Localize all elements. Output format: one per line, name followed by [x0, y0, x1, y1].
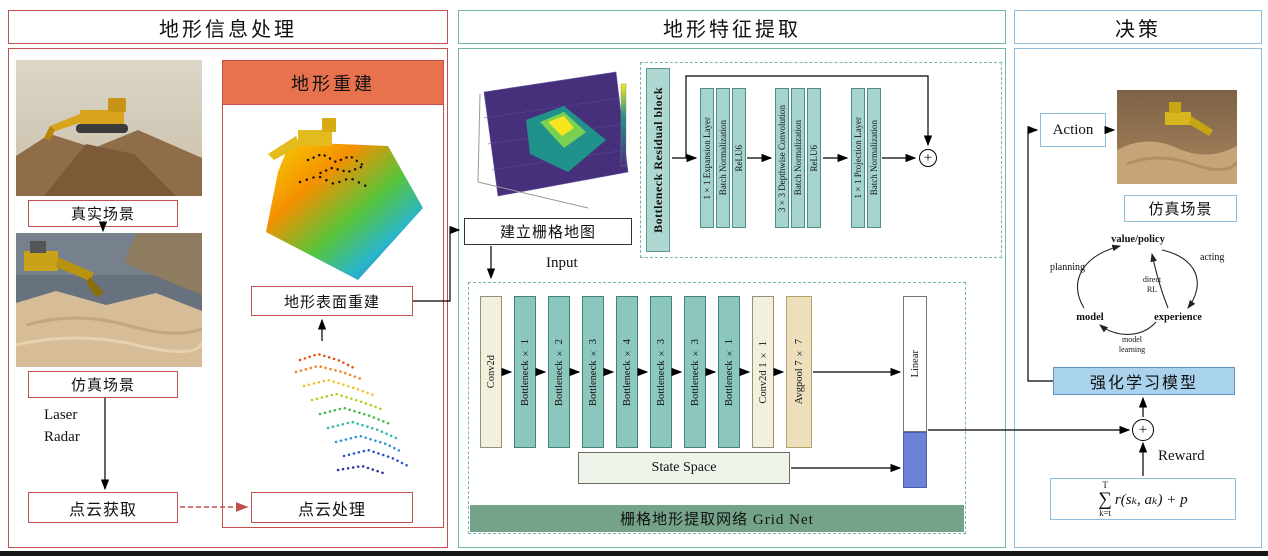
point-cloud-acquisition-text: 点云获取 — [68, 501, 137, 519]
residual-side-label: Bottleneck Residual block — [646, 68, 670, 252]
laser-radar-caption: Laser Radar — [44, 404, 80, 448]
laser-line1: Laser — [44, 407, 78, 423]
rl-model-box: 强化学习模型 — [1053, 367, 1235, 395]
point-cloud-acquisition-box: 点云获取 — [28, 492, 178, 523]
grid-map-label: 建立栅格地图 — [464, 218, 632, 245]
state-space-text: State Space — [651, 460, 717, 475]
cycle-experience-label: experience — [1154, 312, 1202, 323]
sim-scene-photo — [16, 233, 202, 367]
cycle-model-learning-label: model — [1122, 335, 1143, 344]
reward-add-icon: + — [1132, 419, 1154, 441]
bottleneck-bar: Bottleneck × 2 — [548, 296, 570, 448]
cycle-value-policy-label: value/policy — [1111, 234, 1165, 245]
bottleneck-bar: Bottleneck × 1 — [718, 296, 740, 448]
conv2d-bar: Conv2d — [480, 296, 502, 448]
action-text: Action — [1052, 121, 1094, 138]
right-panel-title-text: 决策 — [1115, 18, 1161, 41]
linear-bar: Linear — [903, 296, 927, 432]
rl-cycle-diagram: value/policy acting direct RL experience… — [1050, 234, 1224, 354]
right-panel-body — [1014, 48, 1262, 548]
surface-reconstruction-label: 地形表面重建 — [251, 286, 413, 316]
bottleneck-residual-block — [640, 62, 1002, 258]
bottom-rule — [0, 551, 1268, 556]
point-cloud-image — [238, 344, 428, 486]
expansion-layer-bar: 1×1 Expansion Layer — [700, 88, 714, 228]
rl-sim-scene-label: 仿真场景 — [1124, 195, 1237, 222]
cycle-model-label: model — [1076, 312, 1103, 323]
reward-text: Reward — [1158, 448, 1205, 464]
gridnet-footer: 栅格地形提取网络 Grid Net — [470, 505, 964, 532]
rl-sim-scene-text: 仿真场景 — [1148, 202, 1213, 218]
batch-norm-bar: Batch Normalization — [716, 88, 730, 228]
summation-symbol: T ∑ k=t — [1098, 479, 1112, 518]
gridnet-footer-text: 栅格地形提取网络 Grid Net — [620, 512, 814, 528]
grid-map-label-text: 建立栅格地图 — [499, 225, 596, 241]
formula-expression: r(sₖ, aₖ) + p — [1114, 491, 1188, 508]
bottleneck-bar: Bottleneck × 4 — [616, 296, 638, 448]
input-label-text: Input — [546, 255, 578, 271]
sim-scene-label-text: 仿真场景 — [70, 378, 135, 394]
conv2d-1x1-bar: Conv2d 1 × 1 — [752, 296, 774, 448]
feature-output-block — [903, 432, 927, 488]
action-box: Action — [1040, 113, 1106, 147]
batch-norm-bar: Batch Normalization — [791, 88, 805, 228]
rl-sim-scene-image — [1117, 90, 1237, 184]
svg-text:RL: RL — [1147, 285, 1157, 294]
bottleneck-bar: Bottleneck × 3 — [582, 296, 604, 448]
svg-text:learning: learning — [1119, 345, 1145, 354]
depthwise-conv-bar: 3×3 Depthwise Convolution — [775, 88, 789, 228]
point-cloud-processing-text: 点云处理 — [297, 501, 366, 519]
terrain-recon-title-text: 地形重建 — [291, 73, 375, 94]
surface-reconstruction-image — [266, 118, 423, 280]
reward-formula-box: T ∑ k=t r(sₖ, aₖ) + p — [1050, 478, 1236, 520]
relu6-bar: ReLU6 — [732, 88, 746, 228]
cycle-acting-label: acting — [1200, 252, 1224, 263]
middle-panel-title: 地形特征提取 — [458, 10, 1006, 44]
bottleneck-bar: Bottleneck × 3 — [684, 296, 706, 448]
projection-layer-bar: 1×1 Projection Layer — [851, 88, 865, 228]
bottleneck-bar: Bottleneck × 1 — [514, 296, 536, 448]
terrain-recon-header: 地形重建 — [222, 60, 444, 105]
gridnet-box — [468, 282, 966, 534]
avgpool-bar: Avgpool 7 × 7 — [786, 296, 812, 448]
input-label: Input — [546, 255, 578, 272]
middle-panel-title-text: 地形特征提取 — [663, 18, 801, 41]
relu6-bar: ReLU6 — [807, 88, 821, 228]
real-scene-label-text: 真实场景 — [70, 207, 135, 223]
reward-label: Reward — [1158, 448, 1205, 465]
bottleneck-bar: Bottleneck × 3 — [650, 296, 672, 448]
real-scene-photo — [16, 60, 202, 196]
state-space-box: State Space — [578, 452, 790, 484]
grid-map-3d-plot — [468, 56, 636, 214]
surface-reconstruction-text: 地形表面重建 — [283, 294, 380, 311]
laser-line2: Radar — [44, 429, 80, 445]
batch-norm-bar: Batch Normalization — [867, 88, 881, 228]
right-panel-title: 决策 — [1014, 10, 1262, 44]
sim-scene-label: 仿真场景 — [28, 371, 178, 398]
residual-add-icon: + — [919, 149, 937, 167]
residual-side-label-text: Bottleneck Residual block — [650, 87, 665, 233]
rl-model-text: 强化学习模型 — [1089, 375, 1198, 392]
left-panel-title: 地形信息处理 — [8, 10, 448, 44]
point-cloud-processing-box: 点云处理 — [251, 492, 413, 523]
cycle-planning-label: planning — [1050, 262, 1085, 273]
left-panel-title-text: 地形信息处理 — [159, 18, 297, 41]
real-scene-label: 真实场景 — [28, 200, 178, 227]
cycle-direct-rl-label: direct — [1143, 275, 1162, 284]
